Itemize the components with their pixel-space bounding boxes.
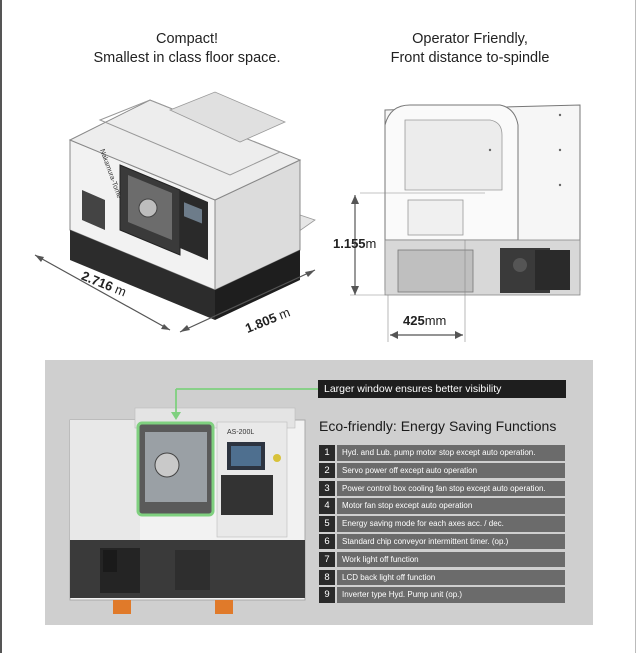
height-value: 1.155	[333, 236, 366, 251]
eco-item-text: LCD back light off function	[337, 569, 565, 586]
compact-caption-line2: Smallest in class floor space.	[93, 50, 281, 66]
eco-item-number: 5	[319, 516, 335, 532]
compact-caption-line1: Compact!	[155, 31, 219, 47]
eco-item-text: Work light off function	[337, 551, 565, 568]
eco-item-number: 7	[319, 551, 335, 568]
operator-caption-line1: Operator Friendly,	[412, 31, 528, 47]
eco-item-number: 1	[319, 445, 335, 461]
front-value: 425	[403, 313, 425, 328]
height-unit: m	[365, 236, 377, 251]
eco-item-number: 9	[319, 587, 335, 603]
eco-item-number: 3	[319, 480, 335, 497]
eco-title: Eco-friendly: Energy Saving Functions	[319, 418, 557, 434]
front-model-text: AS-200L	[227, 429, 254, 436]
height-dimension-label: 1.155m	[333, 236, 376, 251]
side-view-machine-illustration	[350, 104, 581, 342]
eco-item-text: Power control box cooling fan stop excep…	[337, 480, 565, 497]
eco-item-text: Motor fan stop except auto operation	[337, 498, 565, 514]
front-unit: mm	[424, 313, 447, 328]
eco-item-text: Standard chip conveyor intermittent time…	[337, 533, 565, 550]
eco-item-number: 4	[319, 498, 335, 514]
eco-item-number: 6	[319, 533, 335, 550]
visibility-callout: Larger window ensures better visibility	[318, 380, 566, 398]
front-distance-label: 425mm	[403, 313, 446, 328]
eco-item-text: Servo power off except auto operation	[337, 462, 565, 479]
eco-item-text: Energy saving mode for each axes acc. / …	[337, 516, 565, 532]
isometric-machine-illustration: Nakamura-Tome	[34, 91, 316, 333]
operator-caption: Operator Friendly, Front distance to-spi…	[355, 30, 585, 68]
page-left-border	[0, 0, 2, 653]
operator-caption-line2: Front distance to-spindle	[390, 50, 550, 66]
eco-item-text: Hyd. and Lub. pump motor stop except aut…	[337, 445, 565, 461]
eco-item-number: 2	[319, 462, 335, 479]
eco-item-number: 8	[319, 569, 335, 586]
compact-caption: Compact! Smallest in class floor space.	[62, 30, 312, 68]
eco-item-text: Inverter type Hyd. Pump unit (op.)	[337, 587, 565, 603]
front-machine-photo: AS-200L	[69, 388, 318, 614]
